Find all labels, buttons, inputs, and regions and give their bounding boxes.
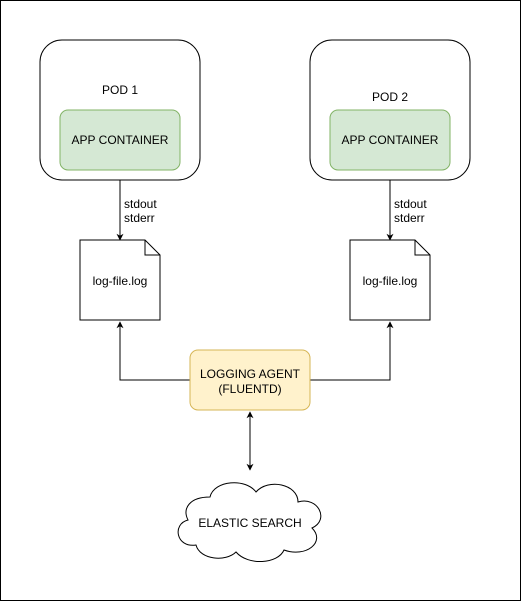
elastic-search-label: ELASTIC SEARCH	[198, 516, 301, 530]
agent-to-log-1-connector	[116, 321, 190, 381]
pod-2[interactable]: POD 2 APP CONTAINER	[309, 39, 471, 181]
pod-2-container-box	[329, 109, 451, 171]
log-file-2-icon	[349, 239, 431, 321]
stream-1-stdout: stdout	[124, 197, 157, 211]
pod-1-container-box	[59, 109, 181, 171]
log-file-1-icon	[79, 239, 161, 321]
logging-agent-box	[189, 349, 311, 411]
log-file-2[interactable]: log-file.log	[349, 239, 431, 321]
stream-2-stderr: stderr	[394, 211, 425, 225]
log-file-2-fold	[414, 240, 430, 256]
logging-agent[interactable]: LOGGING AGENT (FLUENTD)	[189, 349, 311, 411]
pod-2-title: POD 2	[372, 90, 408, 104]
pod-1-title: POD 1	[102, 83, 138, 97]
stream-2-stdout: stdout	[394, 197, 427, 211]
logging-agent-line2: (FLUENTD)	[218, 382, 281, 396]
pod-1[interactable]: POD 1 APP CONTAINER	[39, 39, 201, 181]
pod-2-container-label: APP CONTAINER	[342, 133, 439, 147]
log-file-1-fold	[144, 240, 160, 256]
agent-to-log-2-connector	[310, 321, 394, 381]
cloud-icon	[177, 482, 322, 562]
log-file-1-label: log-file.log	[93, 274, 148, 288]
log-file-1[interactable]: log-file.log	[79, 239, 161, 321]
pod-1-container-label: APP CONTAINER	[72, 133, 169, 147]
log-file-2-label: log-file.log	[363, 274, 418, 288]
elastic-search[interactable]: ELASTIC SEARCH	[177, 482, 322, 562]
logging-agent-line1: LOGGING AGENT	[200, 367, 301, 381]
stream-1-stderr: stderr	[124, 211, 155, 225]
